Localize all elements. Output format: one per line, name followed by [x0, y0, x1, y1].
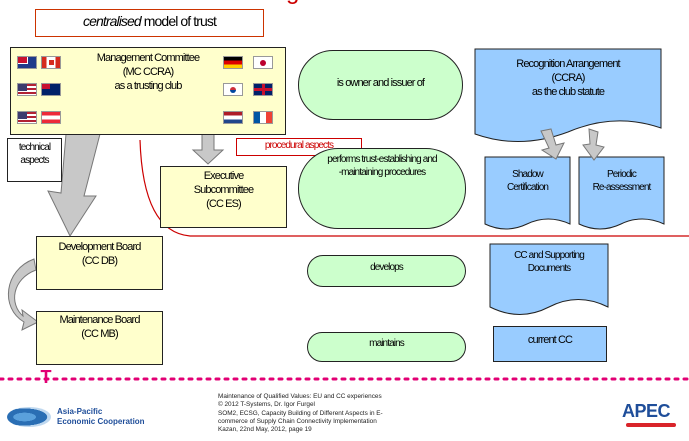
cc-docs-document-shape — [489, 243, 609, 315]
apec-right-label: APEC — [622, 401, 671, 421]
develops-pill-label: develops — [370, 262, 404, 273]
shadow-line1: Shadow — [512, 169, 544, 180]
apec-right-swoosh-icon — [626, 423, 676, 427]
recognition-document-shape — [474, 48, 662, 142]
owner-pill-label: is owner and issuer of — [336, 77, 425, 89]
development-line2: (CC DB) — [81, 254, 118, 267]
footer-line-1: Maintenance of Qualified Values: EU and … — [218, 393, 382, 400]
management-line3: as a trusting club — [114, 79, 183, 92]
performs-pill — [298, 148, 466, 229]
technical-line1: technical — [18, 142, 51, 153]
procedural-group-line — [139, 139, 689, 237]
periodic-line1: Periodic — [607, 169, 637, 180]
arrow-recognition-to-shadow — [540, 128, 565, 160]
executive-line1: Executive — [203, 170, 244, 182]
flag-usa-icon — [17, 83, 37, 96]
page-title: centralised model of trust — [35, 13, 264, 31]
title-box — [35, 9, 264, 37]
development-line1: Development Board — [58, 241, 142, 253]
shadow-label: Shadow Certification — [485, 169, 570, 194]
periodic-label: Periodic Re-assessment — [579, 169, 664, 194]
performs-line1: performs trust-establishing and — [327, 154, 437, 165]
page-title-italic: centralised — [82, 13, 142, 29]
apec-left-line2: Economic Cooperation — [57, 417, 145, 426]
arrow-mc-to-executive — [191, 133, 225, 165]
periodic-document-shape — [578, 156, 665, 230]
apec-left-logo: Asia-Pacific Economic Cooperation — [5, 395, 155, 433]
performs-line2: -maintaining procedures — [338, 166, 426, 178]
maintenance-line2: (CC MB) — [81, 327, 118, 340]
flag-new-zealand-icon — [41, 83, 61, 96]
executive-label: Executive Subcommittee (CC ES) — [160, 170, 287, 211]
current-cc-box — [493, 326, 607, 362]
shadow-document-shape — [484, 156, 571, 230]
flag-canada-icon — [41, 56, 61, 69]
apec-left-emblem-icon — [7, 407, 51, 427]
maintenance-label: Maintenance Board (CC MB) — [36, 314, 163, 342]
owner-pill — [298, 50, 463, 120]
executive-line2: Subcommittee — [193, 183, 254, 196]
clipped-title-fragment: g — [282, 0, 342, 8]
footer-line-3: SOM2, ECSG, Capacity Building of Differe… — [218, 409, 383, 417]
flag-germany-icon — [223, 56, 243, 69]
flag-korea-icon — [223, 83, 243, 96]
flag-netherlands-icon — [223, 111, 243, 124]
flag-australia-icon — [17, 56, 37, 69]
technical-line2: aspects — [20, 154, 49, 166]
recognition-line2: (CCRA) — [551, 71, 585, 84]
flag-austria-icon — [41, 111, 61, 124]
shadow-line2: Certification — [506, 181, 549, 193]
flag-usa-icon — [17, 111, 37, 124]
recognition-line3: as the club statute — [531, 85, 605, 98]
technical-aspects-label: technical aspects — [7, 142, 62, 167]
flag-japan-icon — [253, 56, 273, 69]
arrow-recognition-to-periodic — [582, 128, 605, 161]
apec-left-line1: Asia-Pacific — [57, 407, 103, 416]
recognition-line1: Recognition Arrangement — [516, 58, 620, 70]
footer-line-4: commerce of Supply Chain Connectivity Im… — [218, 417, 377, 425]
flag-france-icon — [253, 111, 273, 124]
procedural-aspects-label: procedural aspects — [264, 140, 334, 151]
executive-subcommittee-box — [160, 166, 287, 228]
management-committee-label: Management Committee (MC CCRA) as a trus… — [80, 52, 216, 93]
management-line2: (MC CCRA) — [122, 65, 174, 78]
cc-docs-line1: CC and Supporting — [514, 250, 585, 261]
footer-line-2: © 2012 T-Systems, Dr. Igor Furgel — [218, 401, 315, 409]
management-line1: Management Committee — [96, 52, 200, 64]
apec-right-logo: APEC — [618, 395, 682, 433]
cc-docs-label: CC and Supporting Documents — [490, 250, 608, 275]
page-title-rest: model of trust — [140, 13, 217, 29]
recognition-label: Recognition Arrangement (CCRA) as the cl… — [475, 58, 661, 99]
performs-pill-label: performs trust-establishing and -maintai… — [298, 154, 466, 179]
cc-docs-line2: Documents — [527, 262, 571, 274]
maintenance-board-box — [36, 311, 163, 365]
executive-line3: (CC ES) — [206, 197, 242, 210]
footer-text: Maintenance of Qualified Values: EU and … — [218, 393, 508, 435]
development-board-box — [36, 236, 163, 290]
t-systems-logo: T — [40, 367, 52, 387]
current-cc-label: current CC — [527, 334, 573, 346]
arrow-development-to-maintenance — [8, 258, 39, 331]
arrow-mc-to-development — [47, 133, 101, 238]
develops-pill — [307, 255, 466, 287]
flag-uk-icon — [253, 83, 273, 96]
technical-aspects-box — [7, 138, 62, 182]
development-label: Development Board (CC DB) — [36, 241, 163, 269]
footer-line-5: Kazan, 22nd May, 2012, page 19 — [218, 426, 312, 434]
maintains-pill-label: maintains — [369, 338, 405, 349]
maintenance-line1: Maintenance Board — [59, 314, 140, 326]
periodic-line2: Re-assessment — [592, 181, 652, 193]
maintains-pill — [307, 332, 466, 362]
